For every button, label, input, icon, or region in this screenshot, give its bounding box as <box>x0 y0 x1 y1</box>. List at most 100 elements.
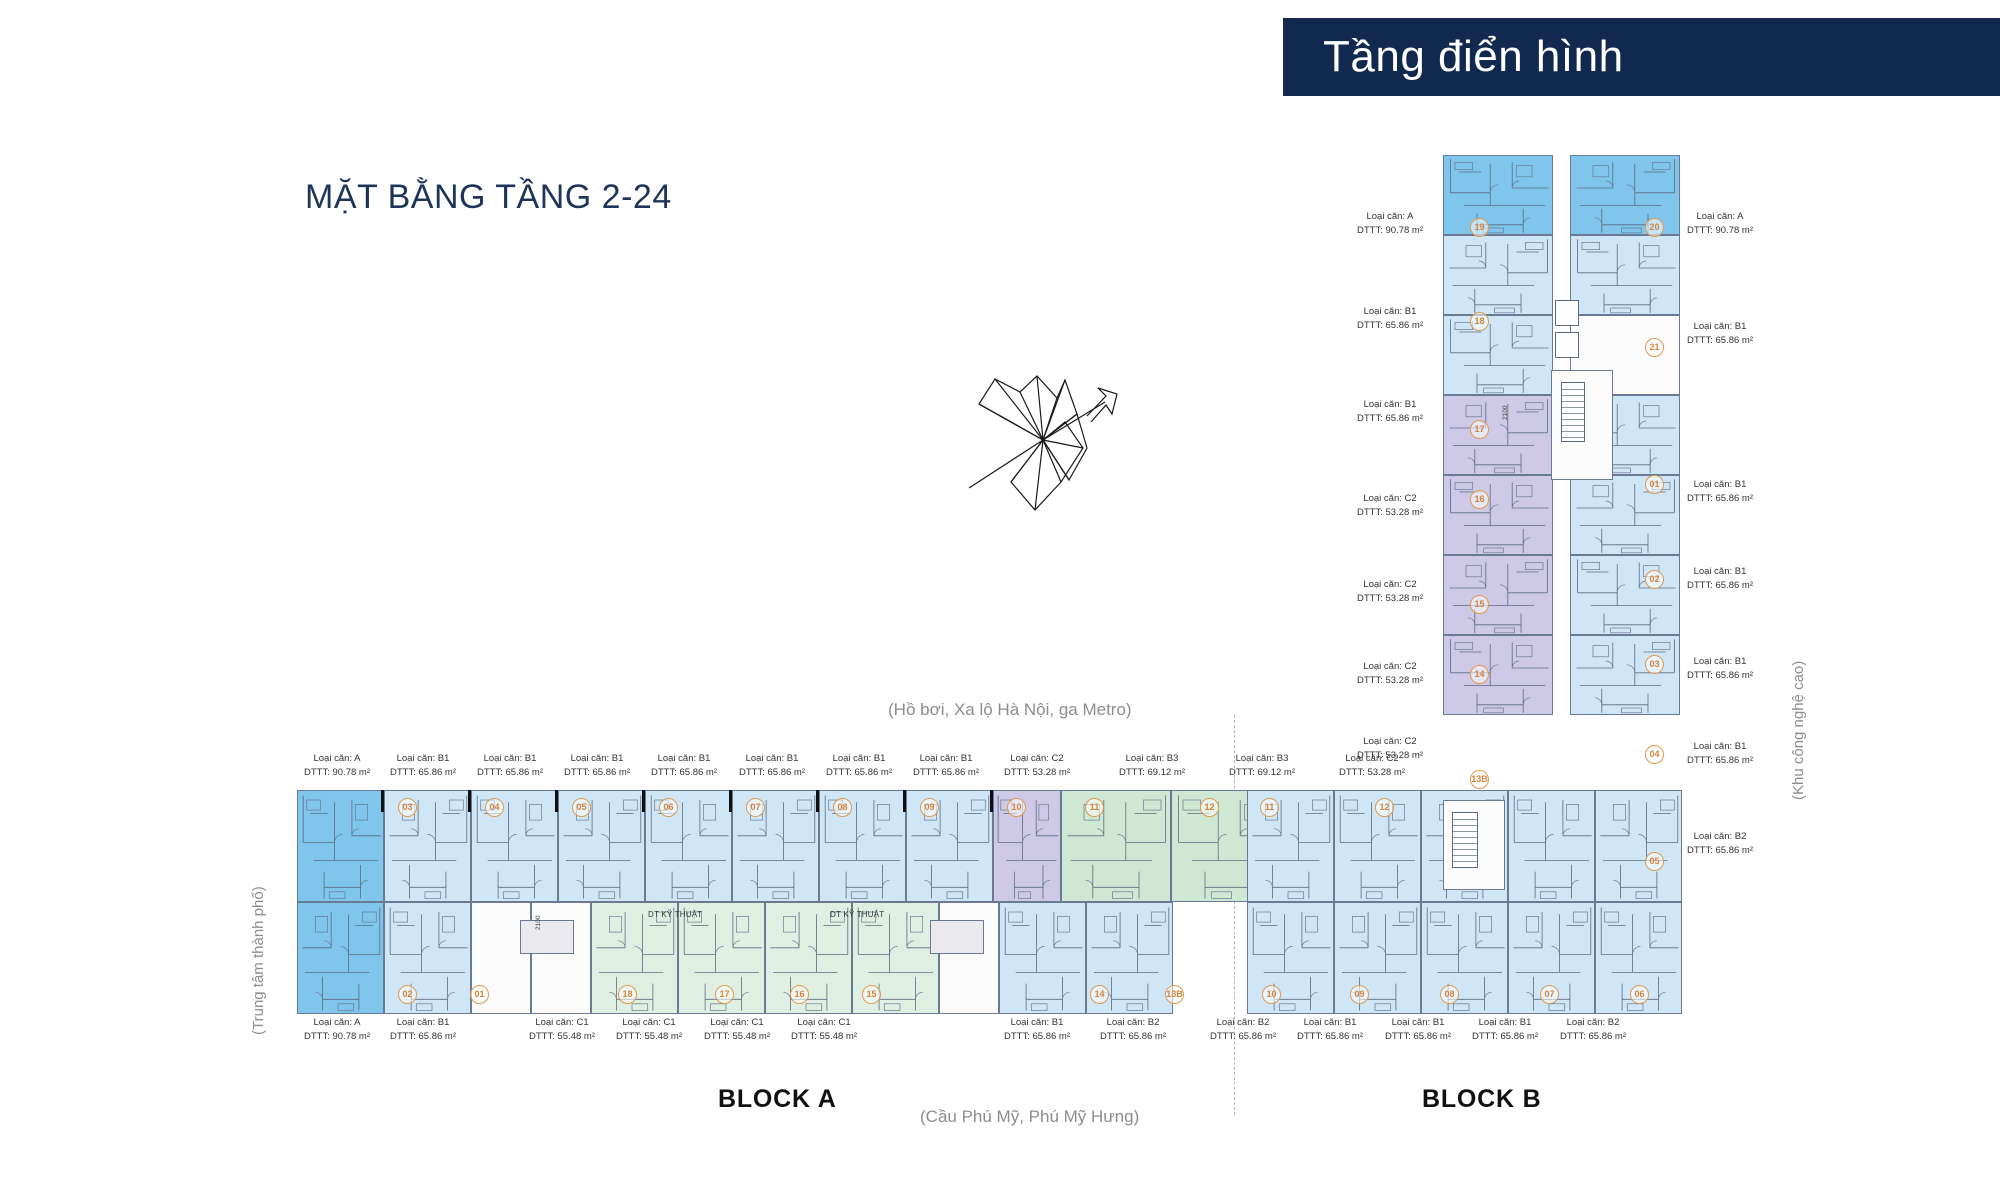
structural-pillar <box>990 790 994 812</box>
unit-cell-b-bot-1 <box>1334 902 1421 1014</box>
unit-interior-walls <box>1252 795 1331 899</box>
badge-tower-right-20: 20 <box>1645 218 1664 237</box>
unit-type-name: Loại căn: C2 <box>1363 579 1417 590</box>
unit-type-area: DTTT: 53.28 m² <box>1004 766 1070 778</box>
unit-type-name: Loại căn: A <box>313 753 361 764</box>
badge-tower-left-13B: 13B <box>1470 770 1489 789</box>
unit-type-area: DTTT: 65.86 m² <box>1687 669 1753 681</box>
structural-pillar <box>816 790 820 812</box>
badge-tower-right-03: 03 <box>1645 655 1664 674</box>
unit-interior-walls <box>1091 907 1170 1011</box>
unit-type-area: DTTT: 90.78 m² <box>304 766 370 778</box>
unit-type-area: DTTT: 90.78 m² <box>1687 224 1753 236</box>
unit-type-area: DTTT: 65.86 m² <box>1100 1030 1166 1042</box>
unit-type-name: Loại căn: C1 <box>535 1017 589 1028</box>
badge-a-bot-18: 18 <box>618 985 637 1004</box>
technical-shaft-2 <box>930 920 984 954</box>
unit-type-area: DTTT: 65.86 m² <box>651 766 717 778</box>
unit-type-name: Loại căn: B1 <box>657 753 711 764</box>
unit-type-area: DTTT: 69.12 m² <box>1229 766 1295 778</box>
unit-type-name: Loại căn: A <box>1696 211 1744 222</box>
tower-right-unit-4 <box>1570 475 1680 555</box>
unit-type-area: DTTT: 53.28 m² <box>1357 749 1423 761</box>
dimension-label-2: 2100 <box>1502 405 1509 420</box>
unit-type-name: Loại căn: B2 <box>1566 1017 1620 1028</box>
unit-interior-walls <box>302 907 381 1011</box>
unit-interior-walls <box>1600 795 1679 899</box>
unit-type-name: Loại căn: B1 <box>1693 321 1747 332</box>
unit-type-name: Loại căn: B1 <box>1391 1017 1445 1028</box>
unit-type-name: Loại căn: B1 <box>832 753 886 764</box>
unit-interior-walls <box>1339 907 1418 1011</box>
stairs-block-b <box>1561 382 1585 442</box>
tower-left-unit-3 <box>1443 395 1553 475</box>
unit-type-area: DTTT: 65.86 m² <box>1687 492 1753 504</box>
badge-a-top-12: 12 <box>1200 798 1219 817</box>
block-a-label: BLOCK A <box>718 1085 837 1113</box>
unit-cell-a-top-0 <box>297 790 384 902</box>
structural-pillar <box>381 790 385 812</box>
unit-type-area: DTTT: 55.48 m² <box>791 1030 857 1042</box>
structural-pillar <box>468 790 472 812</box>
unit-interior-walls <box>1576 159 1675 234</box>
unit-type-area: DTTT: 65.86 m² <box>1004 1030 1070 1042</box>
caption-bottom-bridge: (Cầu Phú Mỹ, Phú Mỹ Hưng) <box>920 1107 1140 1126</box>
tower-left-unit-0 <box>1443 155 1553 235</box>
unit-interior-walls <box>476 795 555 899</box>
unit-type-area: DTTT: 65.86 m² <box>1687 334 1753 346</box>
tower-right-unit-1 <box>1570 235 1680 315</box>
stairs-lobby-b <box>1452 812 1478 868</box>
unit-interior-walls <box>1426 907 1505 1011</box>
unit-type-name: Loại căn: B3 <box>1235 753 1289 764</box>
unit-cell-a-bot-4 <box>591 902 678 1014</box>
unit-interior-walls <box>1004 907 1083 1011</box>
unit-type-area: DTTT: 65.86 m² <box>1210 1030 1276 1042</box>
unit-type-name: Loại căn: B1 <box>1693 479 1747 490</box>
badge-tower-right-21: 21 <box>1645 338 1664 357</box>
unit-interior-walls <box>1252 907 1331 1011</box>
unit-type-area: DTTT: 65.86 m² <box>1357 319 1423 331</box>
unit-type-name: Loại căn: C2 <box>1345 753 1399 764</box>
badge-a-top-06: 06 <box>659 798 678 817</box>
unit-interior-walls <box>683 907 762 1011</box>
unit-type-area: DTTT: 55.48 m² <box>616 1030 682 1042</box>
unit-type-name: Loại căn: A <box>1366 211 1414 222</box>
badge-a-top-12: 12 <box>1375 798 1394 817</box>
unit-type-area: DTTT: 65.86 m² <box>913 766 979 778</box>
unit-type-area: DTTT: 65.86 m² <box>1687 579 1753 591</box>
badge-b-bot-06: 06 <box>1630 985 1649 1004</box>
tower-right-unit-5 <box>1570 555 1680 635</box>
tower-left-unit-1 <box>1443 235 1553 315</box>
label-a-top-4: Loại căn: B1 DTTT: 65.86 m² <box>629 752 739 780</box>
unit-type-area: DTTT: 65.86 m² <box>1560 1030 1626 1042</box>
unit-type-area: DTTT: 53.28 m² <box>1339 766 1405 778</box>
unit-type-area: DTTT: 65.86 m² <box>1357 412 1423 424</box>
unit-type-area: DTTT: 65.86 m² <box>1297 1030 1363 1042</box>
badge-a-top-04: 04 <box>485 798 504 817</box>
tower-left-unit-5 <box>1443 555 1553 635</box>
badge-tower-left-19: 19 <box>1470 218 1489 237</box>
badge-b-bot-07: 07 <box>1540 985 1559 1004</box>
badge-tower-right-02: 02 <box>1645 570 1664 589</box>
block-divider <box>1234 715 1235 1115</box>
badge-tower-right-05: 05 <box>1645 852 1664 871</box>
badge-tower-left-16: 16 <box>1470 490 1489 509</box>
unit-interior-walls <box>1577 559 1676 634</box>
dimension-label-1: 2100 <box>535 915 542 930</box>
